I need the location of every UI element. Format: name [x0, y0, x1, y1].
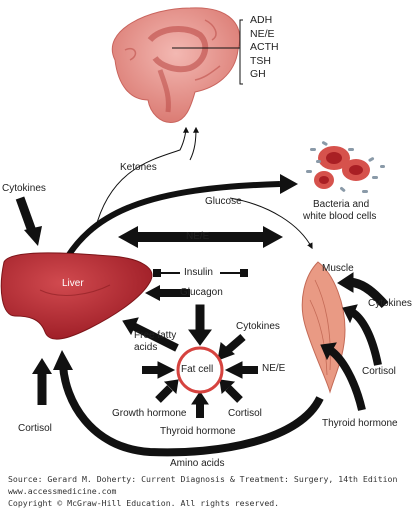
bacteria-label-2: white blood cells	[303, 211, 377, 222]
cytokines-right-label: Cytokines	[368, 298, 412, 309]
hormone-ne-e: NE/E	[250, 27, 275, 40]
ne-e-top-label: NE/E	[186, 231, 210, 242]
source-line-2: www.accessmedicine.com	[8, 486, 117, 496]
muscle-illustration	[301, 261, 346, 394]
source-line-1: Source: Gerard M. Doherty: Current Diagn…	[8, 474, 398, 484]
ne-e-fat-label: NE/E	[262, 363, 286, 374]
hormone-tsh: TSH	[250, 54, 271, 67]
ketones-arrow	[94, 126, 189, 231]
hormone-bracket	[172, 19, 243, 85]
cortisol-fat-label: Cortisol	[228, 408, 262, 419]
source-citation: Source: Gerard M. Doherty: Current Diagn…	[8, 473, 416, 509]
muscle-label: Muscle	[322, 263, 354, 274]
cortisol-left-label: Cortisol	[18, 423, 52, 434]
ffa-label-2: acids	[134, 342, 158, 353]
amino-acids-label: Amino acids	[170, 458, 225, 469]
hormone-gh: GH	[250, 68, 266, 80]
hormone-list: ADH NE/E ACTH TSH GH	[250, 14, 279, 82]
insulin-label: Insulin	[184, 267, 213, 278]
muscle-arrows	[320, 272, 389, 411]
ffa-label-1: Free fatty	[134, 330, 177, 341]
insulin-block-right	[240, 269, 248, 277]
source-line-3: Copyright © McGraw-Hill Education. All r…	[8, 498, 280, 508]
bacteria-illustration	[306, 141, 385, 193]
glucose-to-muscle-arrow	[229, 197, 313, 250]
fat-cell-illustration	[176, 346, 224, 394]
growth-hormone-label: Growth hormone	[112, 408, 187, 419]
cytokines-left-arrow	[15, 196, 38, 236]
glucose-to-brain-arrow	[189, 126, 199, 161]
glucose-arrow	[57, 181, 281, 272]
insulin-block-left	[153, 269, 161, 277]
brain-illustration	[112, 7, 241, 123]
bacteria-label-1: Bacteria and	[313, 199, 370, 210]
thyroid-fat-label: Thyroid hormone	[160, 426, 236, 437]
ketones-label: Ketones	[120, 162, 157, 173]
cytokines-fat-label: Cytokines	[236, 321, 280, 332]
ne-e-double-arrow	[118, 226, 283, 248]
fat-cell-label: Fat cell	[181, 364, 214, 375]
glucose-label: Glucose	[205, 196, 242, 207]
amino-acids-arrow	[59, 364, 324, 457]
hormone-adh: ADH	[250, 14, 273, 26]
thyroid-right-label: Thyroid hormone	[322, 418, 398, 429]
liver-illustration	[0, 252, 153, 340]
cortisol-right-label: Cortisol	[362, 366, 396, 377]
glucagon-label: Glucagon	[180, 287, 223, 298]
metabolic-stress-diagram	[0, 7, 389, 457]
liver-label: Liver	[62, 278, 84, 289]
hormone-acth: ACTH	[250, 41, 279, 53]
cytokines-left-label: Cytokines	[2, 183, 46, 194]
fat-cell-arrows	[122, 304, 258, 418]
